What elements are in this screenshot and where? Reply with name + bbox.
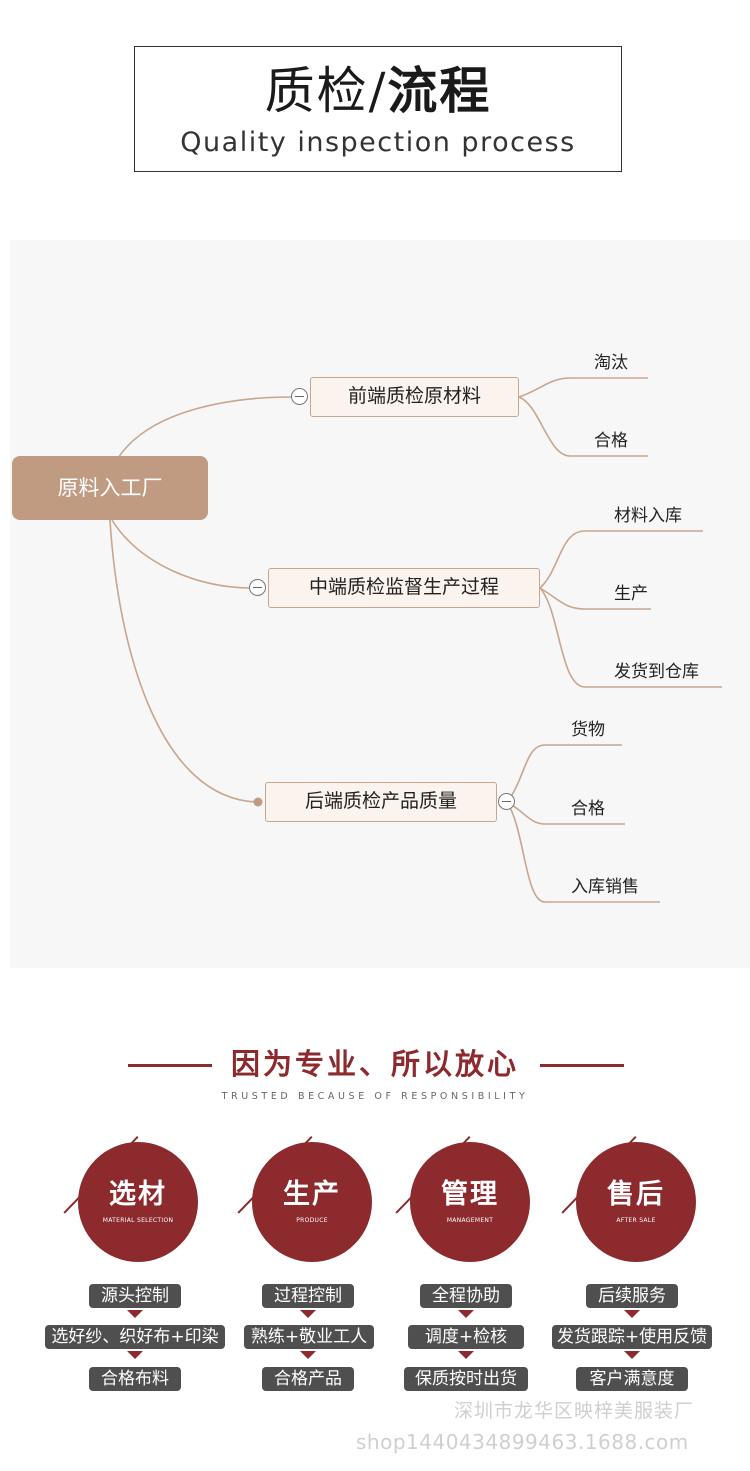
down-arrow-icon	[127, 1351, 143, 1359]
collapse-toggle-icon[interactable]	[498, 793, 515, 810]
circle-material-selection: 选材 MATERIAL SELECTION	[78, 1142, 198, 1262]
branch-3-dot	[253, 797, 263, 807]
circle-title: 管理	[441, 1179, 499, 1210]
step-pill: 熟练+敬业工人	[244, 1325, 374, 1349]
connector-b3-leaf-3	[506, 801, 660, 903]
branch-node-front-inspection: 前端质检原材料	[310, 377, 519, 417]
watermark-shop-url: shop1440434899463.1688.com	[356, 1430, 689, 1454]
step-pill: 过程控制	[262, 1284, 354, 1308]
circle-after-sale: 售后 AFTER SALE	[576, 1142, 696, 1262]
leaf-eliminate: 淘汰	[594, 353, 628, 373]
title-separator: /	[368, 62, 388, 120]
watermark-shop-name: 深圳市龙华区映梓美服装厂	[454, 1400, 695, 1422]
connector-b2-leaf-2	[539, 587, 651, 610]
collapse-toggle-icon[interactable]	[249, 579, 266, 596]
step-pill: 调度+检核	[408, 1325, 524, 1349]
connector-b1-leaf-1	[518, 377, 648, 398]
leaf-qualified: 合格	[594, 431, 628, 451]
title-part-1: 质检	[264, 62, 369, 120]
step-pill: 选好纱、织好布+印染	[45, 1325, 225, 1349]
connector-b3-leaf-1	[506, 744, 622, 803]
leaf-ship-warehouse: 发货到仓库	[614, 662, 699, 682]
leaf-material-storage: 材料入库	[614, 506, 682, 526]
step-pill: 客户满意度	[576, 1367, 688, 1391]
mindmap-root-node: 原料入工厂	[12, 456, 208, 520]
down-arrow-icon	[300, 1310, 316, 1318]
branch-node-mid-inspection: 中端质检监督生产过程	[268, 568, 540, 608]
circle-production: 生产 PRODUCE	[252, 1142, 372, 1262]
page-subtitle: Quality inspection process	[180, 127, 576, 158]
step-pill: 后续服务	[586, 1284, 678, 1308]
header-frame	[134, 46, 622, 172]
leaf-store-sale: 入库销售	[571, 877, 639, 897]
connector-root-branch-1	[117, 396, 293, 459]
circle-management: 管理 MANAGEMENT	[410, 1142, 530, 1262]
branch-node-back-inspection: 后端质检产品质量	[265, 782, 497, 822]
circle-subtitle: MANAGEMENT	[446, 1217, 494, 1224]
down-arrow-icon	[127, 1310, 143, 1318]
leaf-goods: 货物	[571, 720, 605, 740]
title-rule-left	[128, 1064, 212, 1067]
connector-b1-leaf-2	[518, 396, 648, 457]
section-subtitle: TRUSTED BECAUSE OF RESPONSIBILITY	[221, 1091, 529, 1102]
circle-title: 生产	[283, 1179, 341, 1210]
step-pill: 保质按时出货	[404, 1367, 528, 1391]
down-arrow-icon	[458, 1351, 474, 1359]
circle-title: 售后	[607, 1179, 665, 1210]
down-arrow-icon	[300, 1351, 316, 1359]
title-rule-right	[540, 1064, 624, 1067]
title-part-2: 流程	[387, 61, 492, 120]
connector-b2-leaf-1	[539, 530, 703, 589]
step-pill: 源头控制	[89, 1284, 181, 1308]
circle-subtitle: PRODUCE	[296, 1217, 328, 1224]
connector-b2-leaf-3	[539, 587, 722, 688]
section-title: 因为专业、所以放心	[230, 1047, 519, 1081]
down-arrow-icon	[624, 1310, 640, 1318]
connector-root-branch-2	[111, 519, 251, 589]
connector-root-branch-3	[109, 519, 259, 803]
page-title: 质检/流程	[134, 60, 622, 122]
step-pill: 全程协助	[420, 1284, 512, 1308]
circle-title: 选材	[109, 1179, 167, 1210]
circle-subtitle: MATERIAL SELECTION	[102, 1217, 174, 1224]
connector-b3-leaf-2	[506, 801, 625, 825]
circle-subtitle: AFTER SALE	[616, 1217, 656, 1224]
collapse-toggle-icon[interactable]	[291, 388, 308, 405]
leaf-production: 生产	[614, 584, 648, 604]
down-arrow-icon	[624, 1351, 640, 1359]
step-pill: 合格布料	[89, 1367, 181, 1391]
down-arrow-icon	[458, 1310, 474, 1318]
step-pill: 发货跟踪+使用反馈	[552, 1325, 712, 1349]
step-pill: 合格产品	[262, 1367, 354, 1391]
leaf-qualified-2: 合格	[571, 799, 605, 819]
